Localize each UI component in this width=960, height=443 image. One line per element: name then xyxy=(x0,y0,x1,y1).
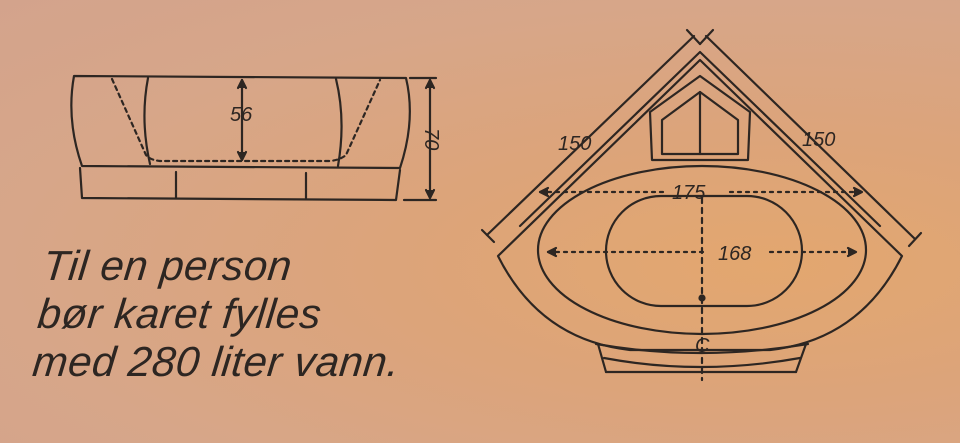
corner-backrest xyxy=(648,74,752,162)
caption-line-1: Til en person xyxy=(40,242,295,289)
inner-width-label: 168 xyxy=(718,243,751,265)
center-mark-label: C xyxy=(695,335,710,357)
drain xyxy=(698,294,706,302)
side-dimension-right xyxy=(704,34,917,241)
tub-inner-rim xyxy=(518,50,882,228)
side-dimension-left xyxy=(485,34,696,237)
outer-width-label: 175 xyxy=(672,182,706,204)
depth-label: 56 xyxy=(230,104,253,126)
side-view-panel-right xyxy=(334,77,343,168)
side-view-base xyxy=(78,166,402,202)
side-right-label: 150 xyxy=(802,129,835,151)
side-view xyxy=(70,74,438,202)
tub-outer-rim xyxy=(496,58,904,352)
caption: Til en person bør karet fylles med 280 l… xyxy=(30,242,605,386)
height-label: 70 xyxy=(420,128,442,150)
caption-line-3: med 280 liter vann. xyxy=(30,338,403,385)
top-view xyxy=(480,28,923,382)
caption-line-2: bør karet fylles xyxy=(35,290,324,337)
side-view-tub-body xyxy=(70,74,411,170)
side-view-basin-outline xyxy=(110,77,382,163)
side-view-panel-left xyxy=(143,76,152,166)
side-left-label: 150 xyxy=(558,133,591,155)
